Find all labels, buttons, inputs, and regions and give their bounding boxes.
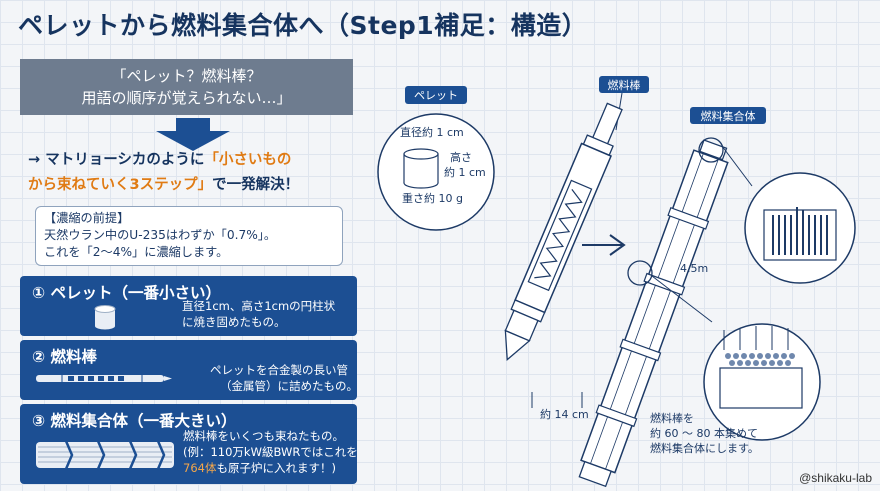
assembly-label: 燃料集合体	[701, 109, 756, 123]
assembly-note-3: 燃料集合体にします。	[650, 441, 759, 455]
fuel-assembly-icon	[36, 440, 174, 470]
step-title-rod: ② 燃料棒	[32, 348, 98, 366]
pellet-height-1: 高さ	[450, 150, 472, 164]
step-card-pellet: ① ペレット（一番小さい） 直径1cm、高さ1cmの円柱状 に焼き固めたもの。	[20, 276, 357, 336]
assembly-note-2: 約 60 ～ 80 本集めて	[650, 426, 758, 440]
step-desc-rod-1: ペレットを合金製の長い管	[210, 363, 348, 377]
step-desc-pellet-1: 直径1cm、高さ1cmの円柱状	[182, 299, 336, 313]
pellet-callout: ペレット 直径約 1 cm 高さ 約 1 cm 重さ約 10 g	[377, 86, 495, 231]
solution-highlight-2: から束ねていく3ステップ」	[28, 177, 213, 193]
solution-text: → マトリョーシカのように「小さいもの から束ねていく3ステップ」で一発解決！	[28, 148, 358, 198]
premise-heading: 【濃縮の前提】	[44, 211, 130, 225]
page-title: ペレットから燃料集合体へ（Step1補足：構造）	[18, 11, 588, 40]
fuel-assembly-drawing	[578, 139, 729, 488]
pellet-weight: 重さ約 10 g	[402, 191, 463, 205]
solution-suffix: で一発解決！	[212, 177, 300, 193]
fuel-rod-drawing	[504, 102, 623, 362]
fuel-rod-icon	[36, 373, 172, 384]
step-title-assembly: ③ 燃料集合体（一番大きい）	[32, 412, 237, 430]
assembly-count: 764体	[183, 461, 217, 475]
pellet-drawing	[403, 148, 439, 189]
credit-text: @shikaku-lab	[799, 471, 872, 485]
step-desc-assembly-2: (例：110万kW級BWRではこれを	[183, 445, 358, 459]
pellet-label: ペレット	[414, 89, 458, 102]
step-desc-assembly-3: 764体も原子炉に入れます！)	[183, 460, 336, 476]
down-arrow-icon	[156, 118, 230, 151]
premise-line-2: これを「2～4%」に濃縮します。	[44, 245, 229, 259]
top-detail-circle	[744, 172, 856, 284]
step-desc-pellet-2: に焼き固めたもの。	[182, 315, 286, 329]
question-quote: 「ペレット？燃料棒？ 用語の順序が覚えられない…」	[20, 59, 353, 115]
quote-line-1: 「ペレット？燃料棒？	[111, 67, 262, 85]
pellet-icon	[94, 305, 116, 330]
premise-line-1: 天然ウラン中のU-235はわずか「0.7%」。	[44, 228, 277, 242]
step-title-pellet: ① ペレット（一番小さい）	[32, 284, 222, 302]
step-desc-rod-2: （金属管）に詰めたもの。	[220, 379, 358, 393]
assembly-width: 約 14 cm	[540, 407, 589, 421]
step-desc-assembly-3-rest: も原子炉に入れます！)	[216, 461, 336, 475]
step-card-assembly: ③ 燃料集合体（一番大きい） 燃料棒をいくつも束ねたもの。 (例：110万kW級…	[20, 404, 358, 484]
quote-line-2: 用語の順序が覚えられない…」	[81, 89, 292, 107]
assembly-note-1: 燃料棒を	[650, 411, 694, 425]
solution-highlight-1: 「小さいもの	[204, 152, 292, 168]
rod-label: 燃料棒	[608, 78, 641, 92]
structure-diagram: ペレット 直径約 1 cm 高さ 約 1 cm 重さ約 10 g 燃料棒 燃料集	[377, 76, 856, 488]
pellet-height-2: 約 1 cm	[444, 165, 486, 179]
pellet-diameter: 直径約 1 cm	[400, 125, 464, 139]
step-card-rod: ② 燃料棒 ペレットを合金製の長い管 （金属管）に詰めたもの。	[20, 340, 358, 400]
solution-prefix: → マトリョーシカのように	[28, 152, 205, 168]
bottom-detail-circle	[703, 323, 821, 441]
assembly-length: 4.5m	[680, 262, 708, 275]
right-arrow-icon	[582, 234, 626, 256]
step-desc-assembly-1: 燃料棒をいくつも束ねたもの。	[183, 429, 344, 443]
enrichment-premise-box: 【濃縮の前提】 天然ウラン中のU-235はわずか「0.7%」。 これを「2～4%…	[35, 206, 343, 266]
